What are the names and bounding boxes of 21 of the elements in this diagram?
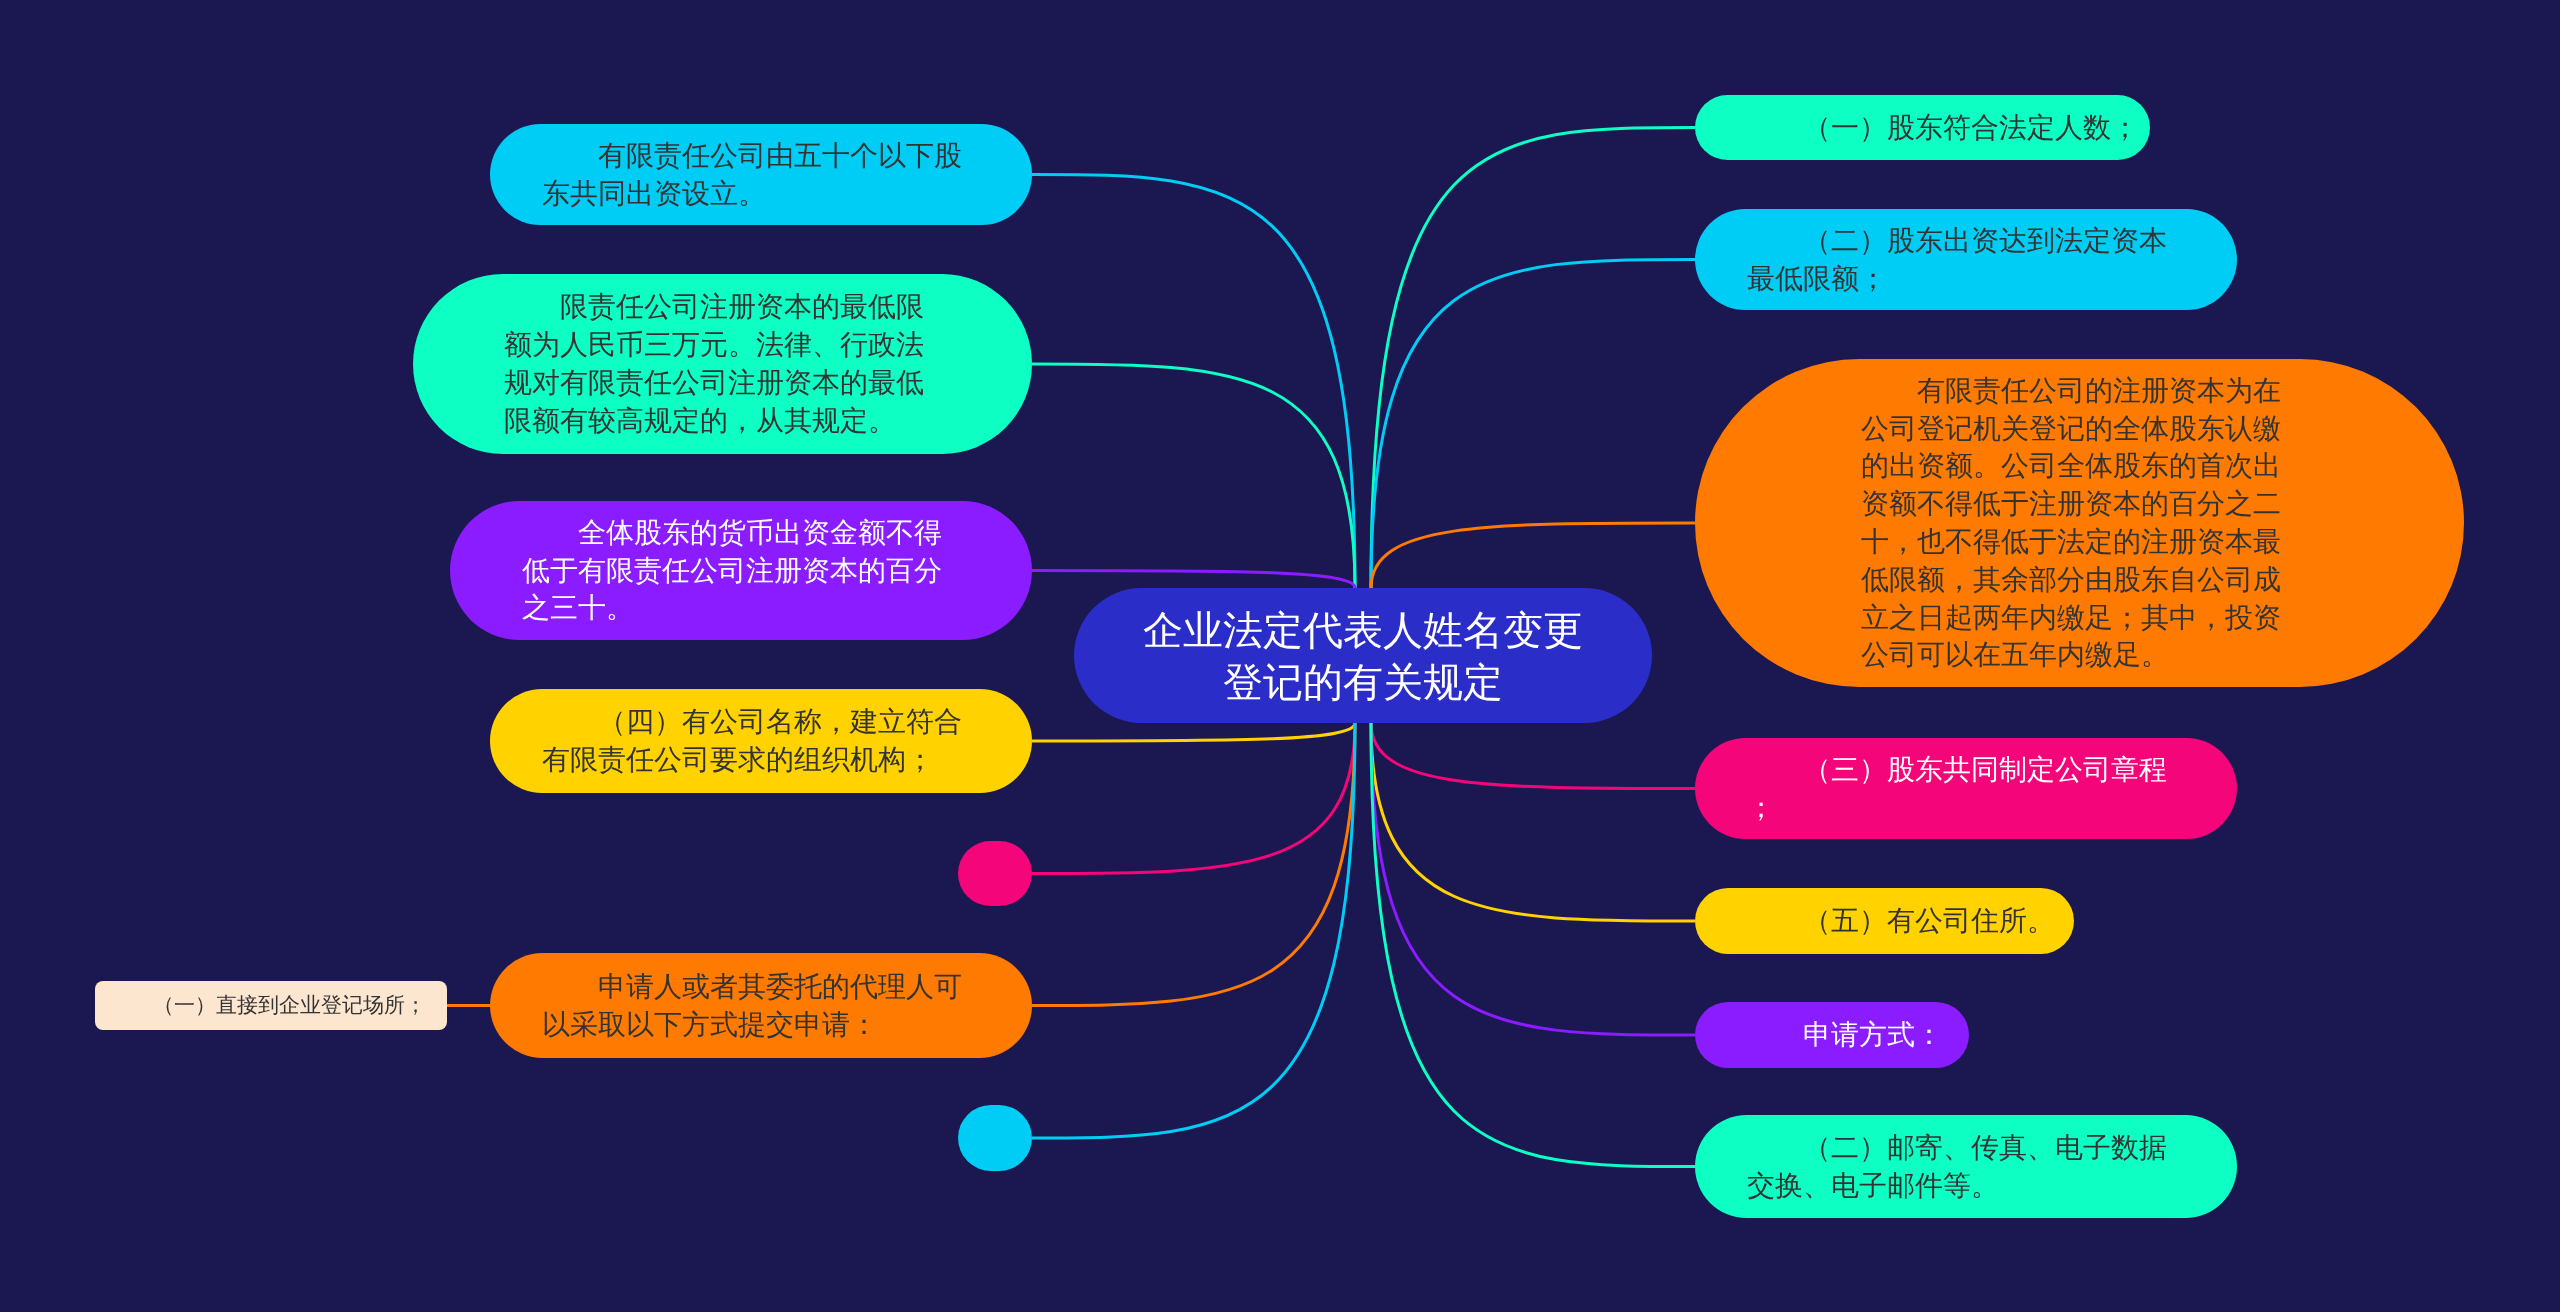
topic-text: 有限责任公司的注册资本为在公司登记机关登记的全体股东认缴的出资额。公司全体股东的首次出资额不得低于注册资本的百分之二十，也不得低于法定的注册资本最低限额，其余部分由股东自公司成立之日起两年内缴足；其中，投资公司可以在五年内缴足。 (1861, 372, 2282, 674)
connector-line (1032, 722, 1357, 1140)
subtopic-box (95, 981, 447, 1030)
topic-text: （二）股东出资达到法定资本最低限额； (1747, 222, 2168, 297)
connector-line (1369, 521, 1695, 589)
topic-text: 申请人或者其委托的代理人可以采取以下方式提交申请： (542, 968, 963, 1043)
topic-text: 全体股东的货币出资金额不得低于有限责任公司注册资本的百分之三十。 (522, 514, 943, 627)
connector-line (1369, 126, 1695, 589)
connector-line (447, 1004, 490, 1007)
topic-text: （一）直接到企业登记场所； (152, 992, 426, 1020)
central-topic-text: 企业法定代表人姓名变更登记的有关规定 (1142, 605, 1584, 707)
topic-text: 申请方式： (1802, 1017, 1944, 1054)
connector-line (1032, 569, 1357, 589)
topic-text: （三）股东共同制定公司章程； (1747, 751, 2168, 826)
connector-line (1369, 258, 1695, 589)
topic-text: （一）股东符合法定人数； (1802, 109, 2140, 146)
topic-text: 限责任公司注册资本的最低限额为人民币三万元。法律、行政法规对有限责任公司注册资本的最低限额有较高规定的，从其规定。 (504, 289, 925, 439)
topic-text: （五）有公司住所。 (1802, 903, 2056, 940)
topic-text: 有限责任公司由五十个以下股东共同出资设立。 (542, 137, 963, 212)
topic-text: （二）邮寄、传真、电子数据交换、电子邮件等。 (1747, 1129, 2168, 1204)
topic-text: （四）有公司名称，建立符合有限责任公司要求的组织机构； (542, 704, 963, 778)
